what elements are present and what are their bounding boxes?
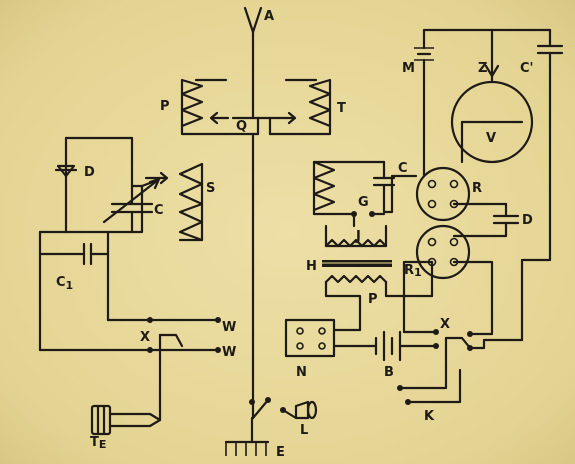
label-l: L [300,423,308,438]
main-lead-to-switch [251,398,270,420]
label-r1: R1 [404,263,422,279]
earth-ground-e [224,416,270,456]
coil-c-right [312,160,418,216]
condenser-c-prime [520,28,564,342]
label-v: V [486,131,496,146]
crystal-detector-d [54,164,78,178]
label-s: S [206,181,215,196]
transformer-jhp [322,212,434,332]
label-q: Q [236,119,247,134]
gap-g [351,211,386,217]
label-b: B [384,365,394,380]
label-m: M [402,61,415,76]
label-r: R [472,181,482,196]
label-w-top: W [222,320,236,335]
telephone-n [284,318,378,358]
label-e: E [276,445,285,460]
label-p-right: P [368,292,378,307]
battery-m [414,28,552,178]
coil-t [284,78,332,136]
label-a: A [264,9,274,24]
valve-r [415,166,508,222]
valve-v [450,28,534,164]
left-tuning-circuit [64,136,134,234]
label-x-left: X [140,330,150,345]
label-t: T [337,101,346,116]
label-x-right: X [440,317,450,332]
coil-p [180,78,228,136]
label-w-bottom: W [222,345,236,360]
label-c-right: C [398,161,408,176]
label-p-coil: P [160,99,170,114]
coil-s [64,162,204,242]
battery-b [374,330,438,362]
label-g: G [358,195,369,210]
switch-x-left [147,317,221,422]
label-c1: C1 [56,275,73,292]
label-z: Z [478,61,487,76]
label-te: TE [90,435,106,451]
condenser-d-right [452,202,520,238]
earth-switch [249,397,318,420]
label-c-left: C [154,203,164,218]
label-c-prime: C' [520,61,534,76]
key-k [397,366,462,405]
left-feed-lines [38,230,220,352]
label-h: H [306,259,317,274]
antenna [243,6,263,120]
valve-r1 [402,224,494,334]
switch-q [209,111,304,136]
label-d-left: D [84,165,95,180]
telephone-receiver-te [90,404,162,436]
label-n: N [296,365,307,380]
label-d-right: D [522,213,533,228]
condenser-c1 [38,230,110,322]
switch-x-right [402,318,524,370]
label-j: J [355,229,361,244]
label-k: K [424,409,435,424]
